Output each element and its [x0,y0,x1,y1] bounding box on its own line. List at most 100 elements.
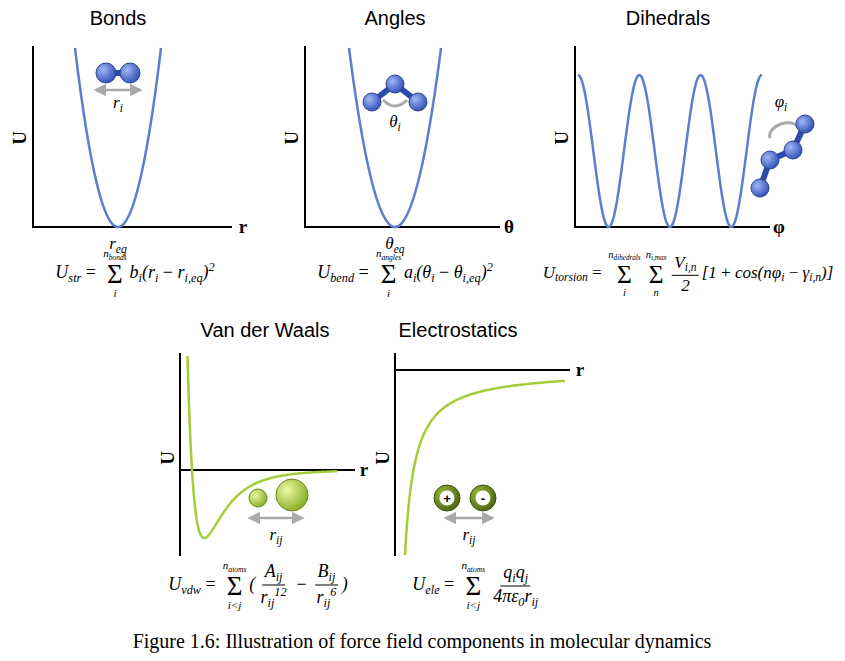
formula-term: i [113,287,116,299]
axis-label: r [239,217,247,238]
formula-term: ij [268,596,275,610]
formula-term: r [524,586,531,606]
formula-term: i,eq [184,271,202,285]
formula-term: ij [469,534,475,547]
axis-label: U [282,131,303,145]
sum-upper-limit: natoms [223,560,247,573]
formula-term: i [413,271,416,285]
formula-term: V [674,253,684,272]
formula-term: U [543,263,555,282]
symbol-label: rij [269,526,282,547]
formula-term: i<j [466,599,480,611]
formula-term: n [223,559,229,571]
formula-term: n [103,247,109,259]
sum-lower-limit: n [654,288,659,299]
sphere [470,485,496,511]
formula-term: 0 [518,595,524,609]
axis-label: θ [504,217,514,238]
x-axis [32,226,232,228]
coulomb-curve [405,381,565,555]
formula-term: + [721,263,731,282]
formula-term: r [261,587,268,607]
formula-term: r [462,525,469,544]
formula-term: ) [481,262,487,282]
atom [751,179,769,197]
sum-sign: Σ [649,262,664,288]
axis-label: U [552,131,573,145]
formula-term: U [317,262,330,282]
y-axis [304,46,306,228]
formula: Ustr=nbondsΣibi(ri−ri,eq)2 [55,248,214,299]
formula-term: θ [389,112,397,131]
angle-arc [383,100,407,106]
fraction: Aijrij12 [258,562,289,610]
formula-term: i [387,287,390,299]
symbol-label: rij [462,526,475,547]
formula-term: n [461,559,467,571]
sum-lower-limit: i<j [466,600,480,611]
formula-term: U [412,574,425,594]
fraction-numerator: Vi,n [672,253,699,276]
formula-term: ij [323,596,330,610]
fraction-denominator: 4πε0rij [491,586,541,609]
sum-lower-limit: i<j [228,600,242,611]
atom [761,151,779,169]
sum-sign: Σ [617,262,632,288]
formula-term: r [316,587,323,607]
formula-term: U [55,262,68,282]
formula-term: i [139,271,142,285]
formula-term: i [623,287,626,298]
atom [386,75,404,93]
formula-term: str [68,271,81,285]
formula-term: − [439,262,449,282]
sum-operator: nbondsΣi [103,248,127,299]
distance-arrow [96,89,140,92]
sum-upper-limit: ndihedrals [608,250,640,262]
distance-arrow [250,517,302,520]
fraction-numerator: Bij [315,562,338,586]
panel-title: Dihedrals [626,7,710,29]
y-axis [394,353,396,556]
formula-term: i,n [685,261,697,274]
formula-term: ij [531,595,538,609]
formula-term: i,eq [463,271,481,285]
formula-term: i [120,102,123,115]
formula-term: i,max [651,254,667,262]
formula-term: ) [203,262,209,282]
sum-upper-limit: ni,max [646,250,667,262]
formula-term: = [592,263,602,282]
formula-term: 6 [330,586,336,600]
formula-term: − [296,574,306,594]
sum-operator: natomsΣi<j [461,560,485,611]
formula: Utorsion=ndihedralsΣini,maxΣnVi,n2[1+cos… [543,250,834,298]
atom [120,63,140,83]
formula-term: torsion [555,271,588,284]
formula-term: θ [385,234,393,253]
formula-term: dihedrals [614,254,641,262]
formula-term: vdw [181,583,201,597]
charge-sign: + [433,484,461,512]
axis-label: r [360,460,368,481]
formula-term: n [646,249,651,260]
formula-term: (θ [416,262,431,282]
atom [409,93,427,111]
fraction-denominator: rij12 [258,586,289,610]
formula-term: − [163,262,173,282]
formula-term: a [404,262,413,282]
charge-sphere: + [433,484,461,512]
sum-sign: Σ [465,573,481,600]
axis-label: U [373,451,394,465]
panel-title: Angles [364,7,425,29]
formula-term: i [155,271,158,285]
formula-term: 2 [209,260,215,274]
sum-operator: natomsΣi<j [223,560,247,611]
formula-term: 12 [274,586,286,600]
lennard-jones-curve [188,356,338,538]
formula-term: r [269,525,276,544]
formula-term: (r [142,262,155,282]
sum-lower-limit: i [113,288,116,299]
formula-term: q [503,563,512,583]
formula-term: q [516,563,525,583]
formula-term: i [431,271,434,285]
formula-term: ) [342,574,348,594]
